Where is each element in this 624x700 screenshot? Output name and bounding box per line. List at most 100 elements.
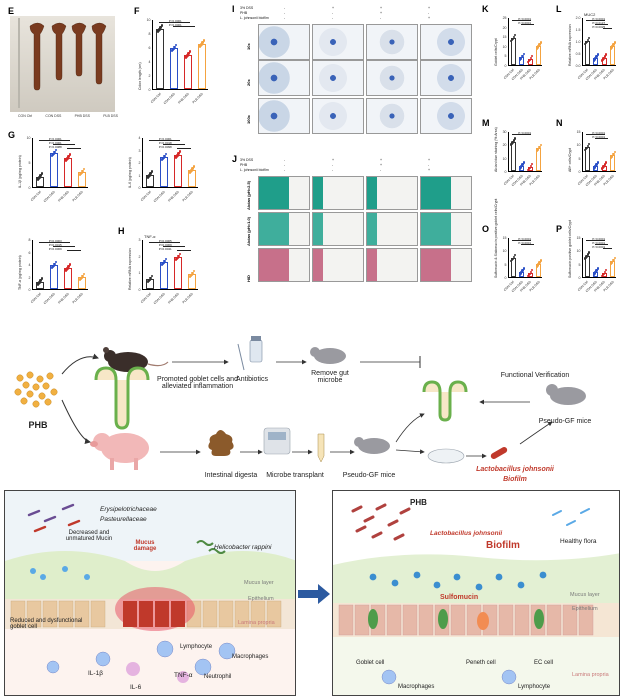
- chart-significance-label: P=0.0015: [48, 242, 62, 247]
- chart-point: [586, 38, 590, 41]
- j-condition-mark: +: [332, 158, 335, 162]
- chart-point: [593, 272, 596, 275]
- petri-dish-icon: [427, 448, 465, 464]
- i-condition-mark: +: [380, 6, 383, 10]
- chart-point: [40, 277, 44, 280]
- panel-label-e: E: [8, 6, 15, 16]
- chart-significance-label: P<0.0001: [518, 236, 532, 241]
- mucus-layer-label-right: Mucus layer: [570, 592, 600, 598]
- chart-point: [175, 257, 178, 261]
- chart-ytick-label: 2: [138, 254, 141, 259]
- chart-point: [82, 167, 86, 170]
- il6-label: IL-6: [130, 684, 142, 691]
- chart-point: [51, 153, 54, 156]
- chart-point: [612, 43, 615, 46]
- chart-significance-label: P<0.0001: [518, 240, 532, 245]
- i-condition-mark: -: [332, 16, 334, 20]
- panel-label-n: N: [556, 118, 563, 128]
- j-histology-image: [420, 248, 472, 282]
- chart-significance-bracket: [53, 246, 76, 247]
- intestinal-villi-icon-right: [422, 380, 468, 422]
- chart-ytick-label: 5: [28, 161, 31, 165]
- tnfa-label: TNF-α: [174, 672, 193, 679]
- chart-ytick-label: 0: [578, 276, 581, 280]
- chart-point: [593, 166, 596, 169]
- chart-point: [521, 54, 524, 58]
- test-tube-icon: [317, 433, 325, 463]
- sulfomucin-label: Sulfomucin: [440, 594, 479, 601]
- chart-point: [527, 167, 531, 170]
- chart-significance-label: P<0.0001: [592, 244, 606, 249]
- macrophages-label-right: Macrophages: [398, 684, 435, 690]
- colon-photo: [10, 16, 115, 112]
- chart-ytick-label: 10: [502, 249, 507, 254]
- j-histology-image: [312, 212, 364, 246]
- chart-xtick-label: CON Ctrl: [29, 190, 42, 202]
- chart-ytick-label: 15: [502, 236, 507, 240]
- lamina-label-right: Lamina propria: [572, 672, 609, 678]
- chart-point: [535, 149, 538, 153]
- helico-label: Helicobacter rappini: [214, 544, 272, 551]
- chart-point: [601, 273, 605, 276]
- chart-ytick-label: 0: [138, 186, 141, 190]
- photo-label-condss: CON DSS: [45, 114, 62, 118]
- erysi-label: Erysipelotrichaceae: [100, 506, 157, 513]
- chart-ylabel: Relative mRNA expression: [128, 248, 132, 290]
- chart-point: [53, 262, 56, 266]
- chart-significance-bracket: [163, 246, 186, 247]
- flow-promoted-label: Promoted goblet cells and alleviated inf…: [157, 376, 238, 390]
- i-condition-label: 3% DSS: [240, 6, 254, 10]
- chart-significance-bracket: [603, 248, 612, 249]
- i-condition-mark: -: [284, 16, 286, 20]
- mouse-grey-icon-1: [310, 347, 346, 364]
- chart-significance-label: P=0.0003: [48, 238, 62, 243]
- chart-point: [514, 253, 517, 257]
- chart-point: [531, 268, 534, 271]
- i-histology-image: [258, 60, 310, 96]
- flow-transplant-label: Microbe transplant: [266, 472, 324, 479]
- chart-significance-bracket: [177, 250, 191, 251]
- chart-significance-label: P=0.0025: [592, 24, 606, 29]
- panel-label-k: K: [482, 4, 489, 14]
- i-condition-mark: -: [380, 16, 382, 20]
- i-histology-image: [366, 60, 418, 96]
- chart-point: [171, 49, 174, 52]
- chart-point: [164, 257, 168, 261]
- chart-significance-label: P=0.0137: [592, 20, 606, 25]
- i-condition-label: PHB: [240, 11, 248, 15]
- j-condition-mark: -: [380, 168, 382, 172]
- chart-plot-area: [508, 18, 542, 66]
- chart-xtick-label: CON Ctrl: [29, 292, 42, 304]
- chart-plot-area: [582, 238, 616, 278]
- chart-significance-bracket: [512, 240, 531, 241]
- panel-label-i: I: [232, 4, 235, 14]
- chart-significance-label: P=0.0069: [158, 242, 172, 247]
- chart-xtick-label: CON DSS: [42, 292, 56, 306]
- chart-significance-label: P=0.0069: [48, 246, 62, 251]
- chart-point: [527, 59, 531, 63]
- chart-ytick-label: 2: [28, 275, 31, 280]
- chart-title: MUC2: [584, 12, 596, 17]
- flow-remove-label: Remove gut microbe: [311, 370, 349, 384]
- chart-point: [519, 166, 522, 169]
- disease-mechanism-art: [5, 491, 295, 683]
- chart-point: [529, 270, 533, 273]
- recovery-mechanism-box: [332, 490, 620, 696]
- j-condition-mark: +: [428, 158, 431, 162]
- chart-point: [586, 144, 590, 147]
- j-histology-image: [258, 176, 310, 210]
- chart-ytick-label: 4: [28, 263, 31, 267]
- i-histology-image: [258, 24, 310, 60]
- chart-point: [81, 169, 84, 172]
- chart-title: TNF-α: [144, 234, 156, 239]
- chart-point: [595, 269, 598, 272]
- chart-point: [593, 58, 596, 61]
- chart-ylabel: Alcian blue staining (% Area): [494, 127, 498, 172]
- chart-bar: [63, 157, 73, 187]
- chart-point: [610, 46, 613, 49]
- i-condition-mark: -: [428, 11, 430, 15]
